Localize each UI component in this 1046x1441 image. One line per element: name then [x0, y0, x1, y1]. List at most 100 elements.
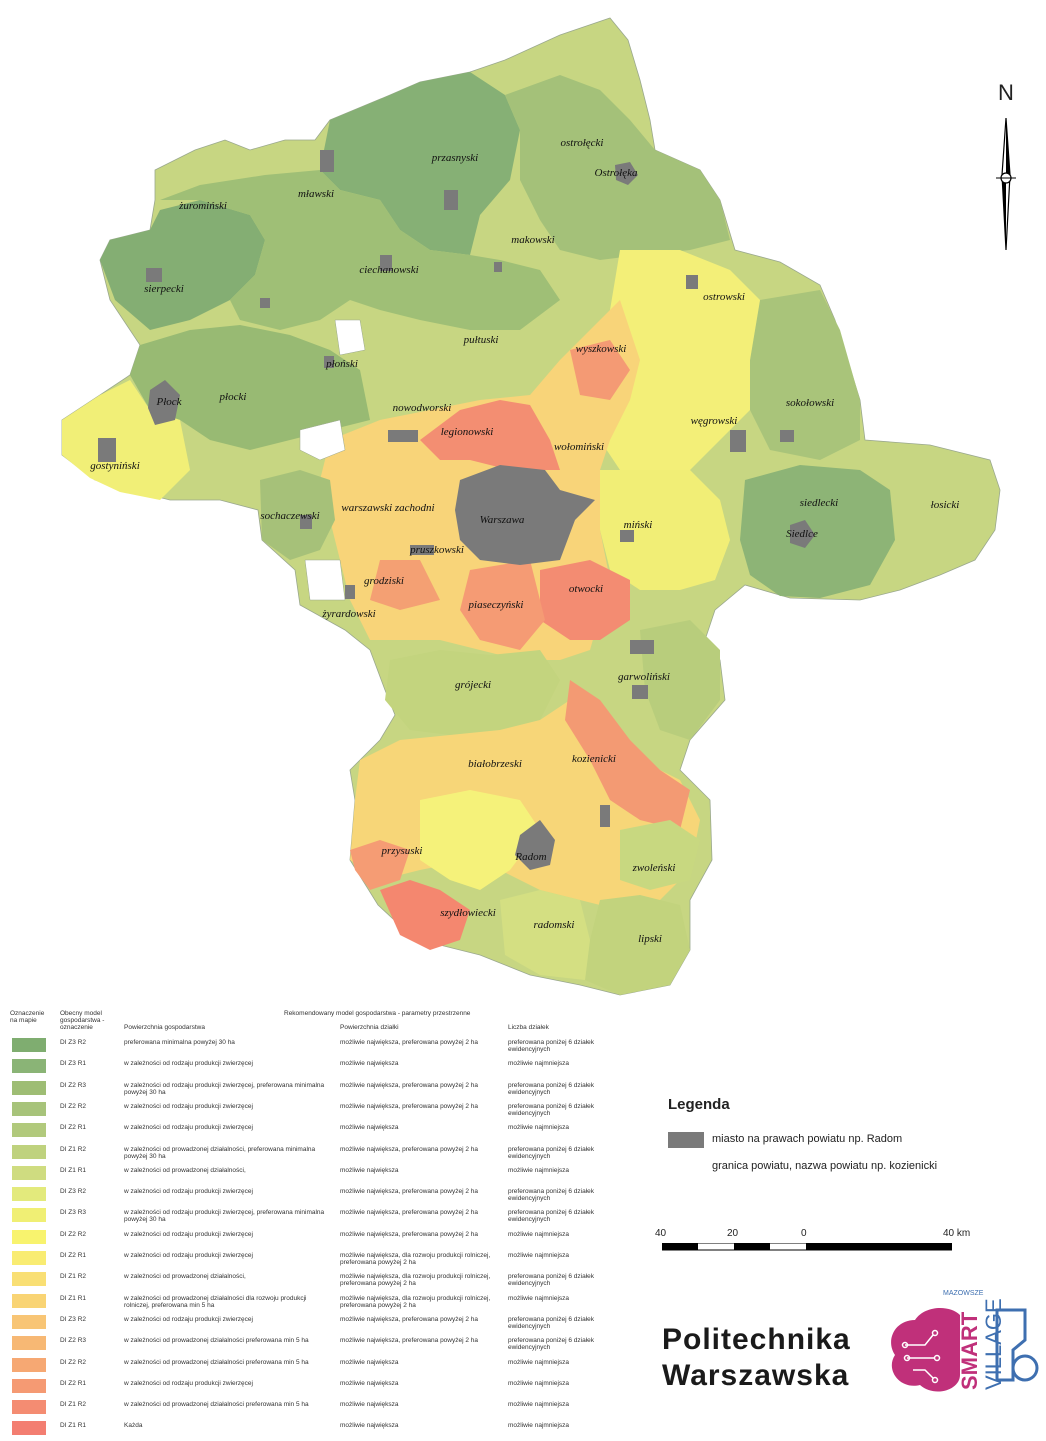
- key-cell-plot: możliwie największa, preferowana powyżej…: [340, 1102, 479, 1110]
- compass-needle-icon: [996, 117, 1016, 251]
- zone-salmon-wyszkow: [570, 340, 630, 400]
- key-cell-count: preferowana poniżej 6 działek ewidencyjn…: [508, 1273, 594, 1288]
- city-gray-area: [380, 255, 392, 271]
- city-gray-area: [600, 805, 610, 827]
- sv-village-text: VILLAGE: [981, 1298, 1006, 1390]
- zone-green-garwolin: [640, 620, 720, 740]
- key-cell-count: preferowana poniżej 6 działek ewidencyjn…: [508, 1102, 594, 1117]
- key-color-swatch: [12, 1165, 46, 1180]
- zone-yellow-minsk: [600, 470, 730, 590]
- key-cell-code: DI Z3 R2: [60, 1039, 87, 1046]
- region-label: sierpecki: [144, 283, 184, 295]
- region-label: płocki: [219, 391, 247, 403]
- key-cell-farm: w zależności od rodzaju produkcji zwierz…: [124, 1060, 253, 1068]
- region-label: węgrowski: [690, 415, 738, 427]
- city-siedlce: [790, 520, 815, 548]
- key-cell-plot: możliwie największa, dla rozwoju produkc…: [340, 1252, 491, 1266]
- legend-border-label: granica powiatu, nazwa powiatu np. kozie…: [712, 1160, 938, 1172]
- zone-green-lipsko: [585, 895, 690, 995]
- pw-logo-line2: Warszawska: [662, 1359, 850, 1392]
- legend-title: Legenda: [668, 1096, 730, 1113]
- region-label: legionowski: [440, 426, 494, 438]
- region-label: radomski: [533, 919, 575, 931]
- header-plot-area: Powierzchnia działki: [340, 1024, 399, 1031]
- key-color-swatch: [12, 1144, 46, 1159]
- key-cell-count: preferowana poniżej 6 działek ewidencyjn…: [508, 1315, 594, 1330]
- key-cell-code: DI Z1 R2: [60, 1401, 87, 1409]
- mazowieckie-choropleth-map: [61, 17, 1001, 996]
- key-cell-count: możliwie najmniejsza: [508, 1294, 570, 1302]
- key-cell-farm: w zależności od prowadzonej działalności…: [124, 1294, 307, 1309]
- city-gray-area: [630, 640, 654, 654]
- zone-salmon-kozienice: [565, 680, 690, 830]
- region-label: łosicki: [930, 499, 960, 511]
- zone-green-sokolow: [750, 290, 860, 460]
- key-cell-farm: w zależności od prowadzonej działalności…: [124, 1401, 309, 1409]
- key-cell-code: DI Z1 R1: [60, 1294, 87, 1302]
- key-cell-code: DI Z3 R2: [60, 1188, 87, 1196]
- key-color-swatch: [12, 1357, 46, 1372]
- sv-smart-text: SMART: [957, 1311, 982, 1390]
- key-cell-code: DI Z2 R1: [60, 1252, 87, 1259]
- key-cell-plot: możliwie największa: [340, 1124, 399, 1132]
- key-cell-farm: w zależności od rodzaju produkcji zwierz…: [124, 1315, 253, 1323]
- key-cell-farm: w zależności od rodzaju produkcji zwierz…: [124, 1252, 253, 1259]
- key-table-row: DI Z3 R1 w zależności od rodzaju produkcj…: [8, 1059, 620, 1079]
- region-label: siedlecki: [799, 497, 839, 509]
- key-table-row: DI Z2 R1 w zależności od rodzaju produkcj…: [8, 1251, 620, 1271]
- region-label: pruszkowski: [410, 544, 464, 556]
- key-color-swatch: [12, 1400, 46, 1415]
- key-cell-code: DI Z3 R3: [60, 1209, 87, 1217]
- key-cell-farm: w zależności od rodzaju produkcji zwierz…: [124, 1124, 253, 1132]
- key-table-row: DI Z1 R2 w zależności od prowadzonej dzia…: [8, 1400, 620, 1420]
- key-cell-count: możliwie najmniejsza: [508, 1252, 570, 1259]
- city-gray-area: [300, 515, 312, 529]
- city-ostroleka: [615, 162, 638, 185]
- city-gray-area: [410, 545, 434, 555]
- key-color-swatch: [12, 1208, 46, 1223]
- key-cell-count: możliwie najmniejsza: [508, 1401, 570, 1409]
- header-current-model: Obecny model gospodarstwa - oznaczenie: [60, 1010, 105, 1031]
- legend-city-swatch: [668, 1132, 704, 1148]
- key-cell-count: możliwie najmniejsza: [508, 1124, 570, 1132]
- key-cell-plot: możliwie największa, preferowana powyżej…: [340, 1081, 479, 1089]
- region-label: grójecki: [454, 679, 492, 691]
- key-cell-farm: w zależności od prowadzonej działalności…: [124, 1145, 316, 1160]
- region-label: gostyniński: [90, 460, 140, 472]
- city-gray-area: [98, 438, 116, 462]
- key-color-swatch: [12, 1123, 46, 1138]
- legend: Legenda miasto na prawach powiatu np. Ra…: [668, 1096, 1028, 1186]
- region-label: makowski: [511, 234, 555, 246]
- region-label: Ostrołęka: [594, 167, 638, 179]
- key-cell-code: DI Z2 R1: [60, 1379, 87, 1387]
- key-cell-plot: możliwie największa: [340, 1060, 399, 1068]
- key-color-swatch: [12, 1059, 46, 1074]
- key-cell-code: DI Z2 R2: [60, 1358, 87, 1366]
- key-cell-plot: możliwie największa: [340, 1166, 399, 1174]
- zone-green-north: [160, 170, 560, 330]
- region-label: warszawski zachodni: [341, 502, 435, 514]
- zone-salmon-przysucha: [350, 840, 410, 890]
- key-color-swatch: [12, 1080, 46, 1095]
- key-cell-code: DI Z2 R2: [60, 1230, 87, 1238]
- city-gray-area: [632, 685, 648, 699]
- legend-city-label: miasto na prawach powiatu np. Radom: [712, 1133, 903, 1145]
- key-cell-plot: możliwie największa, preferowana powyżej…: [340, 1337, 479, 1345]
- key-cell-farm: w zależności od prowadzonej działalności…: [124, 1337, 309, 1345]
- key-cell-code: DI Z3 R1: [60, 1060, 87, 1068]
- north-label: N: [998, 80, 1014, 105]
- key-cell-farm: w zależności od prowadzonej działalności…: [124, 1273, 246, 1281]
- region-label: żuromiński: [179, 200, 227, 212]
- key-cell-code: DI Z2 R3: [60, 1081, 87, 1089]
- key-cell-count: możliwie najmniejsza: [508, 1358, 570, 1366]
- city-gray-area: [780, 430, 794, 442]
- region-label: ostrołęcki: [560, 137, 604, 149]
